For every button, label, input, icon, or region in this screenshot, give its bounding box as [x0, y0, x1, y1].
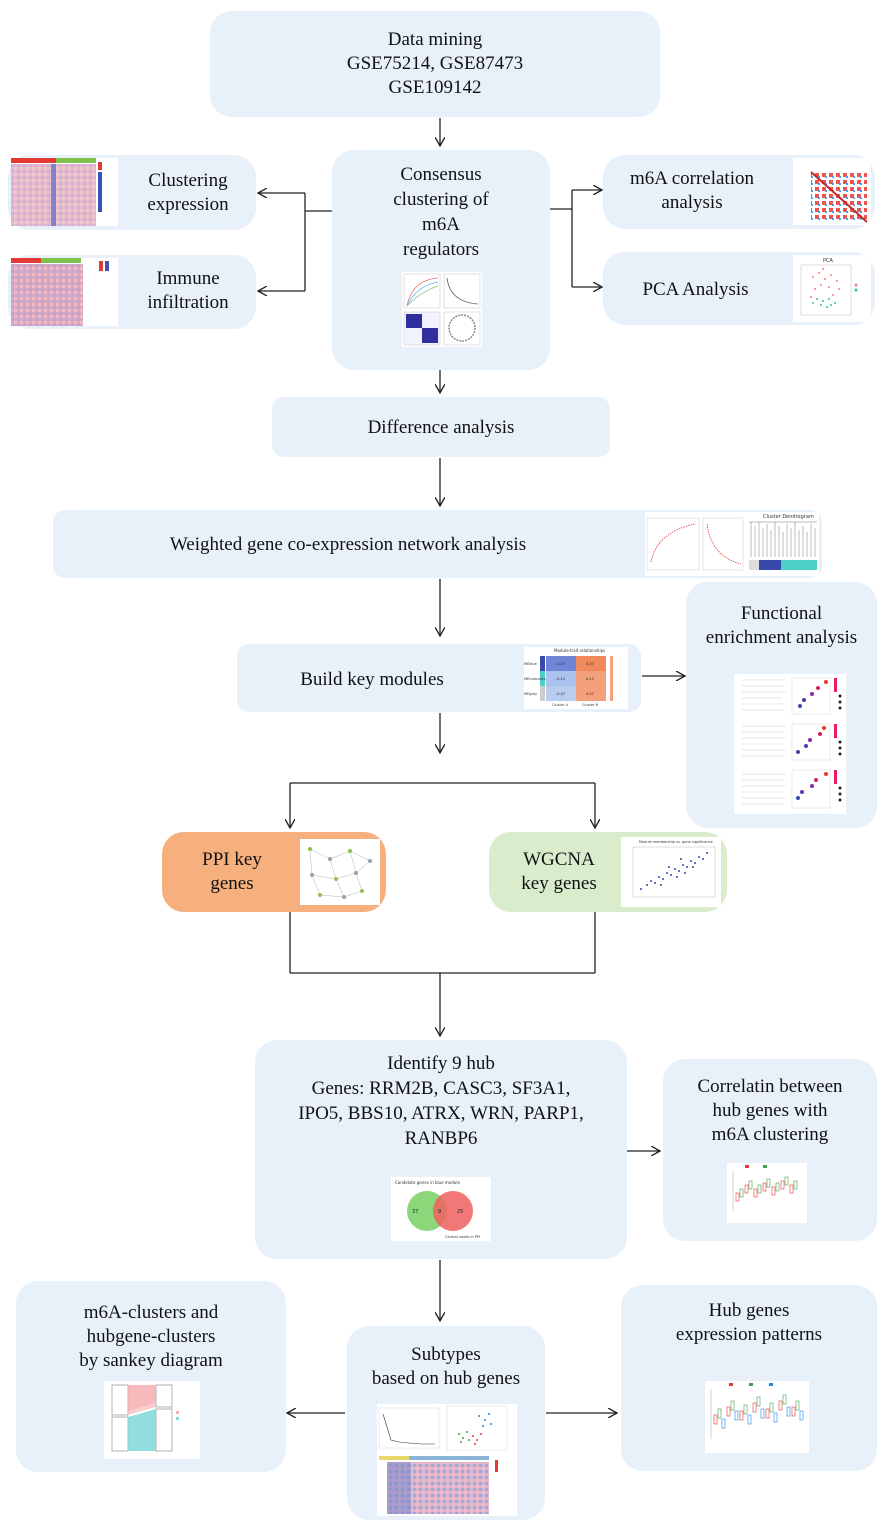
- correlation-hub-text: Correlatin between hub genes with m6A cl…: [697, 1076, 843, 1145]
- enrichment-dotplots: [742, 677, 842, 809]
- clustering-expression-text: Clustering expression: [147, 170, 229, 215]
- module-col-label: Cluster B: [582, 703, 599, 707]
- clustering-heatmap-thumbnail: [11, 158, 118, 226]
- functional-enrichment-box: Functional enrichment analysis: [686, 582, 877, 828]
- hub-boxplot-thumbnail: [727, 1163, 807, 1223]
- ppi-network-figure: [308, 847, 372, 899]
- difference-analysis-box: Difference analysis: [272, 397, 610, 457]
- pca-title: PCA: [823, 258, 834, 264]
- module-col-label: Cluster A: [552, 703, 569, 707]
- sankey-figure: [111, 1384, 179, 1452]
- ppi-key-genes-text: PPI key genes: [202, 849, 262, 894]
- hub-boxplot-figure: [732, 1165, 798, 1211]
- module-row-label: MEblue: [524, 662, 537, 666]
- consensus-clustering-text: Consensus clustering of m6A regulators: [393, 164, 489, 260]
- hub-expression-text: Hub genes expression patterns: [675, 1300, 823, 1345]
- wgcna-analysis-text: Weighted gene co-expression network anal…: [169, 534, 527, 555]
- wgcna-figures-thumbnail: Cluster Dendrogram: [645, 512, 819, 576]
- wgcna-key-genes-text: WGCNA key genes: [521, 849, 597, 894]
- data-mining-text: Data mining GSE75214, GSE87473 GSE109142: [346, 29, 524, 98]
- subtypes-figures: [378, 1405, 508, 1514]
- wgcna-scatter-thumbnail: Module membership vs. gene significance: [621, 837, 721, 907]
- heatmap-figure: [11, 258, 109, 326]
- venn-diagram-thumbnail: Candidate genes in blue module 37 9 25 C…: [391, 1177, 491, 1241]
- consensus-panels-figure: [403, 273, 481, 346]
- venn-overlap-count: 9: [438, 1209, 441, 1215]
- clustering-expression-box: Clustering expression: [8, 155, 256, 230]
- pca-analysis-text: PCA Analysis: [642, 279, 749, 300]
- module-row-label: MEturquoise: [524, 677, 546, 681]
- ppi-key-genes-box: PPI key genes: [162, 832, 386, 912]
- consensus-clustering-box: Consensus clustering of m6A regulators: [332, 150, 550, 370]
- immune-infiltration-box: Immune infiltration: [8, 255, 256, 329]
- m6a-correlation-box: m6A correlation analysis: [603, 155, 875, 229]
- build-key-modules-box: Build key modules Module-trait relations…: [237, 644, 641, 712]
- mm-gs-scatter-figure: Module membership vs. gene significance: [632, 840, 716, 898]
- enrichment-dotplot-thumbnail: [734, 674, 846, 814]
- ppi-network-thumbnail: [300, 839, 380, 905]
- module-cell: -0.12: [556, 677, 565, 681]
- build-key-modules-text: Build key modules: [300, 669, 444, 690]
- subtypes-figure-thumbnail: [377, 1404, 517, 1516]
- hub-expression-box: Hub genes expression patterns: [621, 1285, 877, 1471]
- pca-scatter-figure: PCA: [800, 258, 858, 316]
- immune-infiltration-text: Immune infiltration: [147, 268, 229, 313]
- wgcna-key-genes-box: WGCNA key genes Module membership vs. ge…: [489, 832, 727, 912]
- venn-left-count: 37: [412, 1209, 418, 1215]
- hub-expression-boxplot: [710, 1383, 804, 1439]
- wgcna-analysis-box: Weighted gene co-expression network anal…: [53, 510, 822, 578]
- sankey-text: m6A-clusters and hubgene-clusters by san…: [79, 1302, 223, 1371]
- pca-plot-thumbnail: PCA: [793, 255, 871, 322]
- module-cell: 0.12: [586, 677, 594, 681]
- module-trait-thumbnail: Module-trait relationships MEblue MEturq…: [524, 647, 628, 709]
- subtypes-box: Subtypes based on hub genes: [347, 1326, 545, 1520]
- consensus-figure-thumbnail: [402, 272, 482, 347]
- identify-hub-genes-text: Identify 9 hub Genes: RRM2B, CASC3, SF3A…: [298, 1053, 584, 1149]
- difference-analysis-text: Difference analysis: [367, 417, 515, 438]
- venn-caption: Central nodes in PPI: [445, 1235, 480, 1239]
- subtypes-text: Subtypes based on hub genes: [371, 1344, 521, 1389]
- venn-right-count: 25: [457, 1209, 463, 1215]
- dendrogram-title: Cluster Dendrogram: [763, 514, 814, 520]
- m6a-correlation-text: m6A correlation analysis: [630, 168, 754, 213]
- functional-enrichment-text: Functional enrichment analysis: [705, 603, 858, 648]
- venn-diagram-figure: Candidate genes in blue module 37 9 25 C…: [395, 1180, 480, 1239]
- correlation-hub-box: Correlatin between hub genes with m6A cl…: [663, 1059, 877, 1241]
- data-mining-box: Data mining GSE75214, GSE87473 GSE109142: [210, 11, 660, 117]
- wgcna-scatter-title: Module membership vs. gene significance: [639, 840, 713, 844]
- sankey-box: m6A-clusters and hubgene-clusters by san…: [16, 1281, 286, 1472]
- hub-expression-boxplot-thumbnail: [705, 1381, 809, 1453]
- module-trait-heatmap: Module-trait relationships MEblue MEturq…: [524, 648, 613, 707]
- immune-heatmap-thumbnail: [11, 258, 118, 326]
- wgcna-figures: Cluster Dendrogram: [646, 514, 817, 571]
- heatmap-figure: [11, 158, 102, 226]
- module-cell: 0.07: [586, 692, 594, 696]
- module-trait-title: Module-trait relationships: [554, 648, 605, 653]
- correlation-matrix-figure: [810, 171, 868, 223]
- venn-title: Candidate genes in blue module: [395, 1180, 460, 1185]
- correlation-matrix-thumbnail: [793, 158, 871, 225]
- module-cell: 0.57: [586, 662, 594, 666]
- module-cell: -0.07: [556, 692, 565, 696]
- identify-hub-genes-box: Identify 9 hub Genes: RRM2B, CASC3, SF3A…: [255, 1040, 627, 1259]
- sankey-thumbnail: [104, 1381, 200, 1459]
- module-cell: -0.57: [556, 662, 565, 666]
- module-row-label: MEgrey: [524, 692, 537, 696]
- pca-analysis-box: PCA Analysis PCA: [603, 252, 875, 325]
